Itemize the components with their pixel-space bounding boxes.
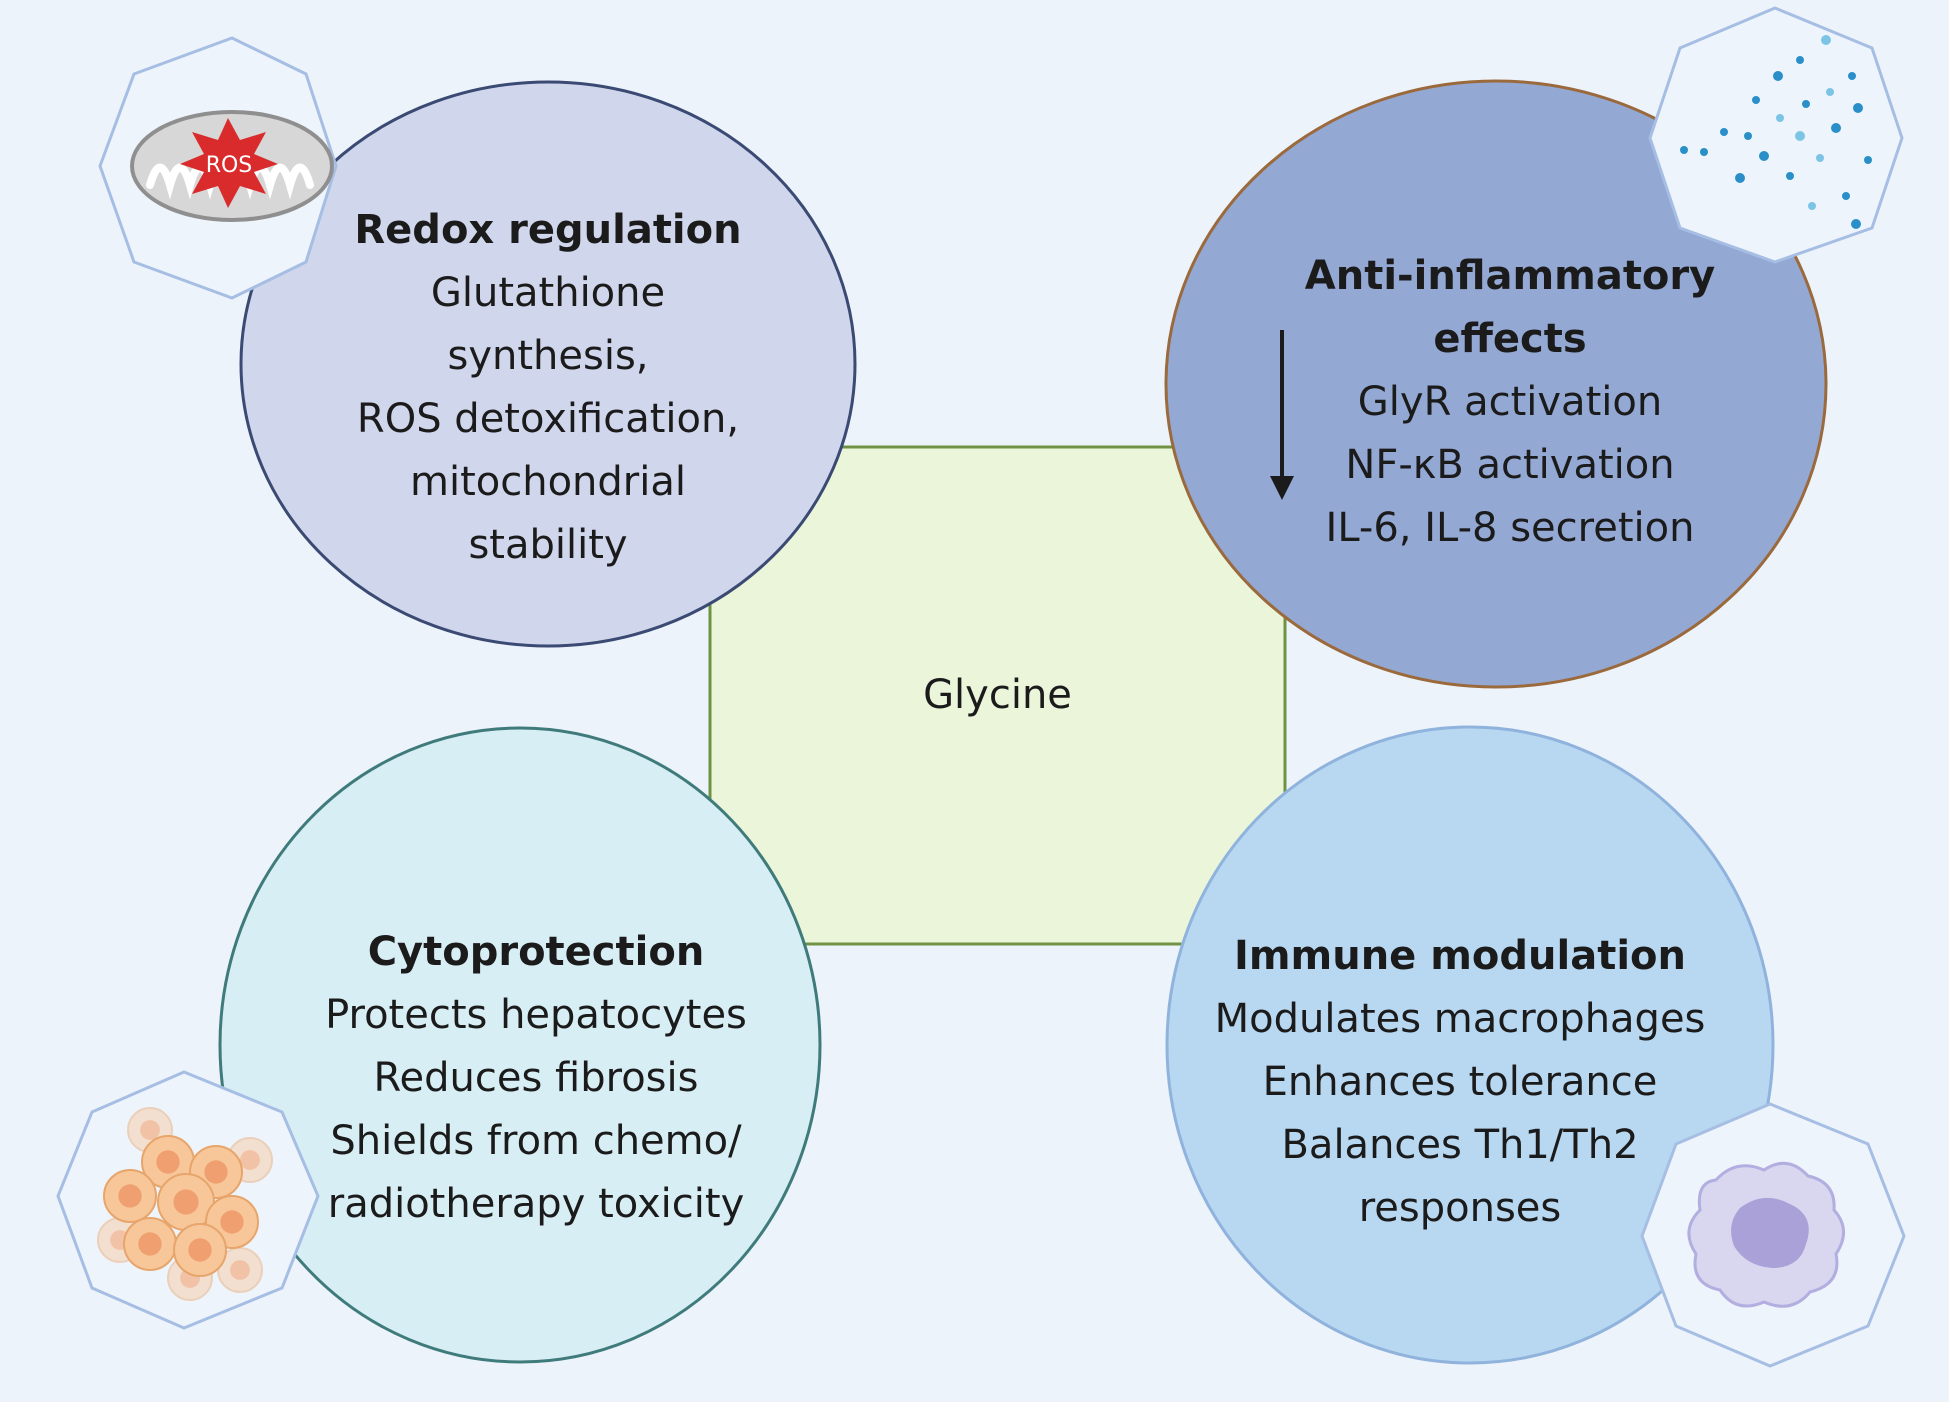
macrophage-icon — [1640, 1102, 1906, 1368]
cell-nucleus-mark — [140, 1120, 160, 1140]
dot-mark — [1851, 219, 1861, 229]
dot-mark — [1826, 88, 1834, 96]
dot-mark — [1752, 96, 1760, 104]
cell-nucleus-mark — [204, 1160, 228, 1184]
cytoprotection-line: Shields from chemo/ — [330, 1118, 742, 1164]
dot-mark — [1802, 100, 1810, 108]
dot-mark — [1853, 103, 1863, 113]
cell-nucleus-mark — [220, 1210, 244, 1234]
cell-nucleus-mark — [230, 1260, 250, 1280]
redox-line: synthesis, — [447, 333, 649, 379]
cell-nucleus-mark — [118, 1184, 142, 1208]
anti-inflammatory-line: GlyR activation — [1357, 379, 1663, 425]
redox-text-block: Redox regulation Glutathione synthesis, … — [298, 199, 798, 577]
dot-mark — [1795, 131, 1805, 141]
immune-line: Modulates macrophages — [1214, 996, 1706, 1042]
center-label: Glycine — [710, 664, 1285, 727]
dot-mark — [1808, 202, 1816, 210]
anti-inflammatory-line: IL-6, IL-8 secretion — [1325, 505, 1695, 551]
cytoprotection-line: Reduces fibrosis — [373, 1055, 699, 1101]
ros-icon-text: ROS — [206, 153, 253, 178]
down-arrow-icon — [1270, 330, 1294, 500]
cell-nucleus-mark — [240, 1150, 260, 1170]
cell-nucleus-mark — [188, 1238, 212, 1262]
cytoprotection-line: Protects hepatocytes — [325, 992, 747, 1038]
dot-mark — [1700, 148, 1708, 156]
cytoprotection-line: radiotherapy toxicity — [327, 1181, 745, 1227]
cytoprotection-circle — [218, 726, 822, 1364]
immune-line: Balances Th1/Th2 — [1281, 1122, 1639, 1168]
redox-line: ROS detoxification, — [356, 396, 740, 442]
dot-mark — [1786, 172, 1794, 180]
cytoprotection-title: Cytoprotection — [367, 929, 705, 975]
cell-cluster-icon — [56, 1070, 320, 1330]
dot-mark — [1821, 35, 1831, 45]
immune-text-block: Immune modulation Modulates macrophages … — [1200, 925, 1720, 1240]
center-box — [708, 445, 1287, 946]
cell-nucleus-mark — [156, 1150, 180, 1174]
cell-nucleus-mark — [138, 1232, 162, 1256]
redox-title: Redox regulation — [354, 207, 742, 253]
dot-mark — [1720, 128, 1728, 136]
anti-inflammatory-text-block: Anti-inflammatory effects GlyR activatio… — [1260, 245, 1760, 560]
glycine-label: Glycine — [923, 672, 1072, 718]
redox-line: mitochondrial — [410, 459, 686, 505]
anti-inflammatory-title: effects — [1433, 316, 1587, 362]
dot-mark — [1744, 132, 1752, 140]
immune-line: responses — [1358, 1185, 1562, 1231]
dot-mark — [1796, 56, 1804, 64]
dot-mark — [1864, 156, 1872, 164]
redox-line: stability — [468, 522, 628, 568]
dot-mark — [1773, 71, 1783, 81]
dots-icon — [1648, 6, 1904, 264]
dot-mark — [1831, 123, 1841, 133]
mitochondrion-icon: ROS — [98, 36, 338, 300]
immune-line: Enhances tolerance — [1262, 1059, 1658, 1105]
cell-nucleus-mark — [173, 1189, 199, 1215]
redox-circle — [239, 80, 857, 648]
dot-mark — [1735, 173, 1745, 183]
immune-title: Immune modulation — [1233, 933, 1686, 979]
anti-inflammatory-circle — [1164, 79, 1828, 689]
redox-line: Glutathione — [430, 270, 666, 316]
dot-mark — [1680, 146, 1688, 154]
dot-mark — [1816, 154, 1824, 162]
dot-mark — [1848, 72, 1856, 80]
anti-inflammatory-line: NF-κB activation — [1345, 442, 1675, 488]
anti-inflammatory-title: Anti-inflammatory — [1304, 253, 1716, 299]
immune-circle — [1165, 725, 1775, 1365]
cytoprotection-text-block: Cytoprotection Protects hepatocytes Redu… — [286, 921, 786, 1236]
dot-mark — [1842, 192, 1850, 200]
dot-mark — [1776, 114, 1784, 122]
dot-mark — [1759, 151, 1769, 161]
